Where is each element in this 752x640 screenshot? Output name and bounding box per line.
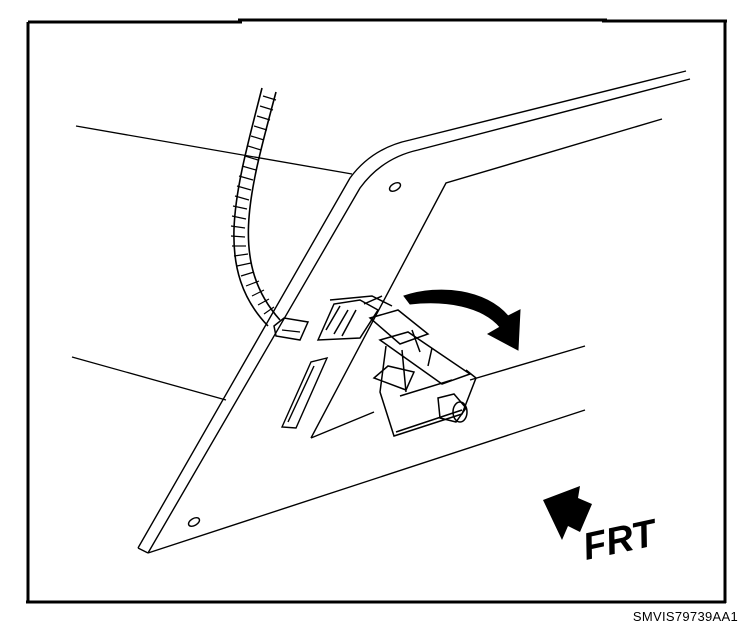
figure-caption: SMVIS79739AA1 <box>632 609 738 624</box>
curved-rotate-arrow-icon <box>403 289 521 351</box>
front-direction-arrow-icon <box>543 486 592 540</box>
wiring-harness <box>230 87 310 341</box>
front-direction-label: FRT <box>579 512 662 569</box>
reference-lines <box>71 125 353 401</box>
mounting-panel <box>137 70 691 554</box>
figure-frame <box>26 18 727 604</box>
electrical-connector <box>316 295 477 437</box>
